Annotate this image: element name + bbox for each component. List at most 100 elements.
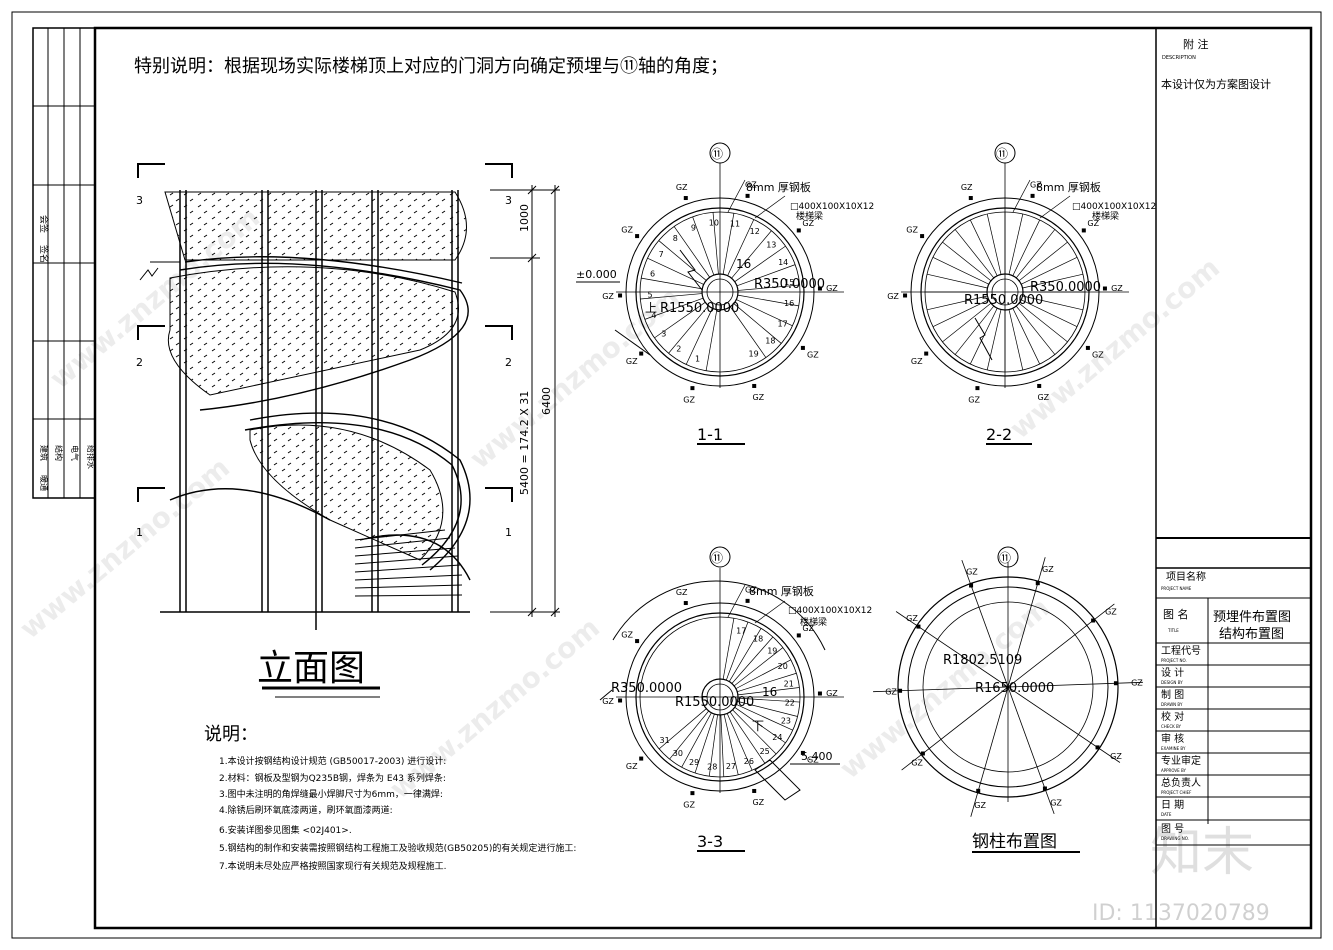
tread-line [708,714,718,777]
beam-label-2: 楼梯梁 [800,616,827,628]
column-tag: GZ [752,393,764,402]
steel-column-marker [752,383,757,388]
tread-line [658,240,707,281]
note-item-5: 6.安装详图参见图集 <02J401>. [219,824,352,836]
axis-bubble [709,142,731,164]
dim-stair: 5400 = 174.2 X 31 [518,391,531,495]
sidebar-sign-2: 签名 [38,245,50,263]
watermark-id: ID: 1137020789 [1092,901,1270,926]
tread-line [1021,299,1078,328]
steel-column-marker [639,351,644,356]
column-radial-line [895,611,1009,688]
column-radial-line [961,560,1009,688]
landing-platform [754,759,801,801]
column-tag: GZ [807,351,819,360]
column-tag: GZ [885,687,897,696]
column-tag: GZ [745,585,757,594]
tread-line [723,714,739,775]
steel-column-marker [817,691,822,696]
desc-text: 本设计仅为方案图设计 [1161,77,1271,91]
column-tag: GZ [676,588,688,597]
note-item-1: 1.本设计按钢结构设计规范 (GB50017-2003) 进行设计: [219,755,446,767]
tread-line [641,277,703,290]
break-line [679,249,703,291]
tread-line [942,241,992,282]
note-item-6: 5.钢结构的制作和安装需按照钢结构工程施工及验收规范(GB50205)的有关规定… [219,842,576,854]
title-row-label: 设 计 [1161,666,1184,679]
column-tag: GZ [807,756,819,765]
break-line [599,689,613,701]
tread-line [729,711,766,764]
tread-line [737,672,797,692]
step-number: 21 [784,680,794,689]
steel-column-marker [800,345,805,350]
tread-line [732,709,777,755]
step-number: 22 [785,698,795,707]
title-row-label: 审 核 [1161,732,1184,745]
tread-line [731,230,772,279]
steel-column-marker [975,386,980,391]
stair-elevation: 3 2 1 3 2 1 [136,163,560,698]
steel-column-marker [618,698,623,703]
tread-line [681,712,712,768]
step-note: 16 [736,257,751,271]
steel-column-marker [683,601,688,606]
column-tag: GZ [911,357,923,366]
step-number: 4 [651,311,656,320]
column-tag: GZ [1037,393,1049,402]
column-tag: GZ [621,630,633,639]
column-radius-2: R1650.0000 [975,681,1054,696]
steel-column-marker [752,788,757,793]
title-row-label-en: EXAMINE BY [1161,746,1186,751]
title-row-label: 工程代号 [1161,645,1201,657]
steel-column-marker [639,756,644,761]
tread-line [668,305,709,354]
tread-line [722,213,735,275]
title-row-label-en: PROJECT NO. [1161,658,1187,663]
section-mark-left-2: 2 [136,356,143,369]
title-row-label-en: APPROVE BY [1161,768,1186,773]
special-note: 特别说明：根据现场实际楼梯顶上对应的门洞方向确定预埋与⑪轴的角度； [134,56,728,77]
elevation-columns [179,190,459,630]
steel-column-marker [969,583,974,588]
tread-line [733,303,782,344]
tread-line [712,212,719,275]
watermark-brand: 知末 [1150,823,1254,883]
step-number: 12 [750,227,760,236]
title-row-label: 专业审定 [1161,754,1201,767]
break-line [974,317,993,361]
step-number: 16 [784,299,794,308]
tread-line [1015,229,1056,279]
column-tag: GZ [826,284,838,293]
plate-leader [1012,179,1031,213]
landing-edge [612,580,826,651]
tread-line [969,219,998,276]
elevation-title: 立面图 [257,648,365,689]
column-tag: GZ [621,225,633,234]
column-radial-line [1007,686,1055,814]
tread-line [1008,213,1024,275]
column-radial-line [1007,557,1046,688]
column-tag: GZ [968,396,980,405]
outer-border [11,11,1322,939]
step-number: 18 [753,634,763,643]
tread-line [725,621,749,681]
axis-label: ⑪ [711,551,723,565]
design-notes: 说明： 1.本设计按钢结构设计规范 (GB50017-2003) 进行设计: 2… [204,724,576,872]
steel-column-marker [618,293,623,298]
title-row-label-en: CHECK BY [1161,724,1182,729]
column-tag: GZ [1030,180,1042,189]
column-tag: GZ [1042,565,1054,574]
steel-column-marker [1095,745,1100,750]
radius-inner: R350.0000 [1030,280,1101,295]
step-number: 11 [730,220,740,229]
title-row-label: 日 期 [1161,799,1184,811]
tread-line [1018,241,1068,282]
title-row-label: 校 对 [1161,710,1184,723]
